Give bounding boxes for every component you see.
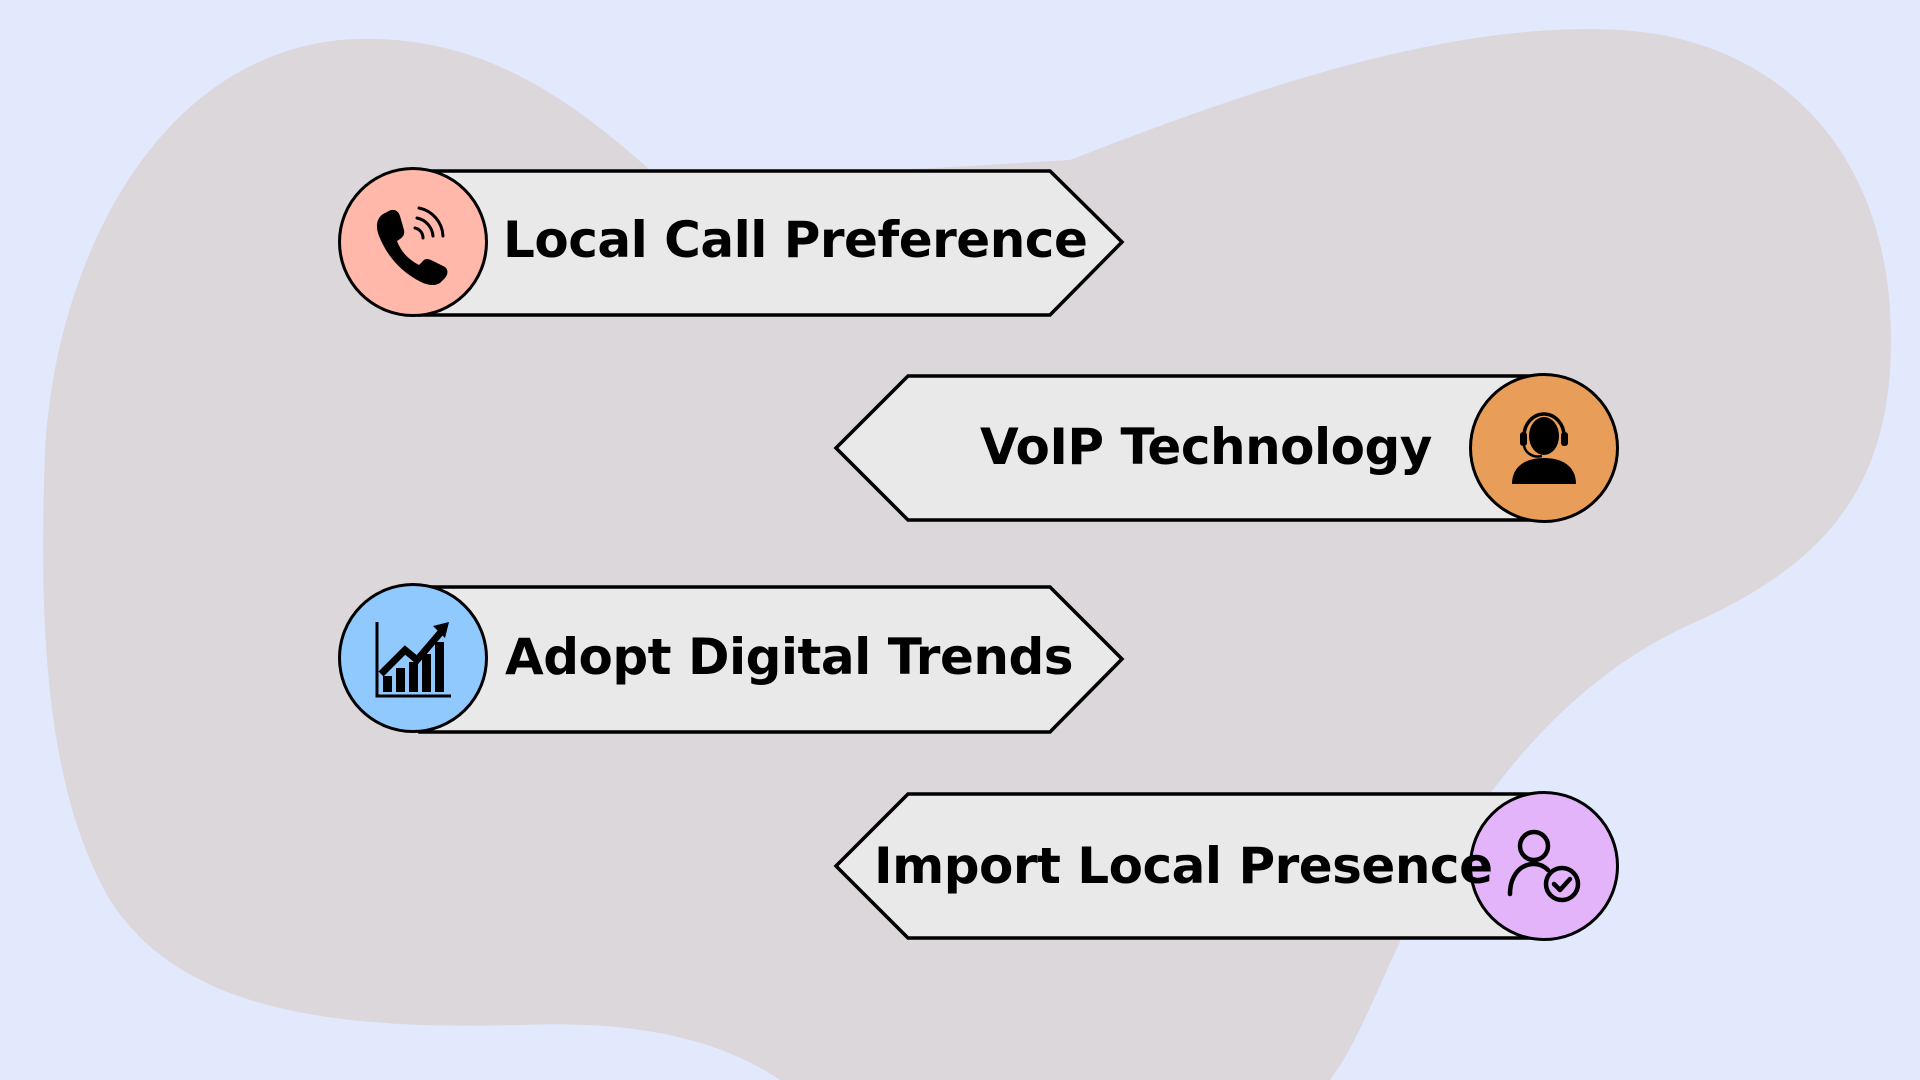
headset-agent-icon [1512,412,1576,484]
phone-call-icon [376,206,448,285]
step-label: Import Local Presence [874,837,1493,895]
growth-chart-icon [375,622,451,698]
headset-agent-icon-circle [1469,373,1619,523]
user-check-icon-circle [1469,791,1619,941]
growth-chart-icon-circle [338,583,488,733]
step-label: VoIP Technology [980,418,1432,476]
user-check-icon [1507,829,1581,903]
step-label: Local Call Preference [503,211,1088,269]
step-label: Adopt Digital Trends [505,628,1074,686]
phone-call-icon-circle [338,167,488,317]
